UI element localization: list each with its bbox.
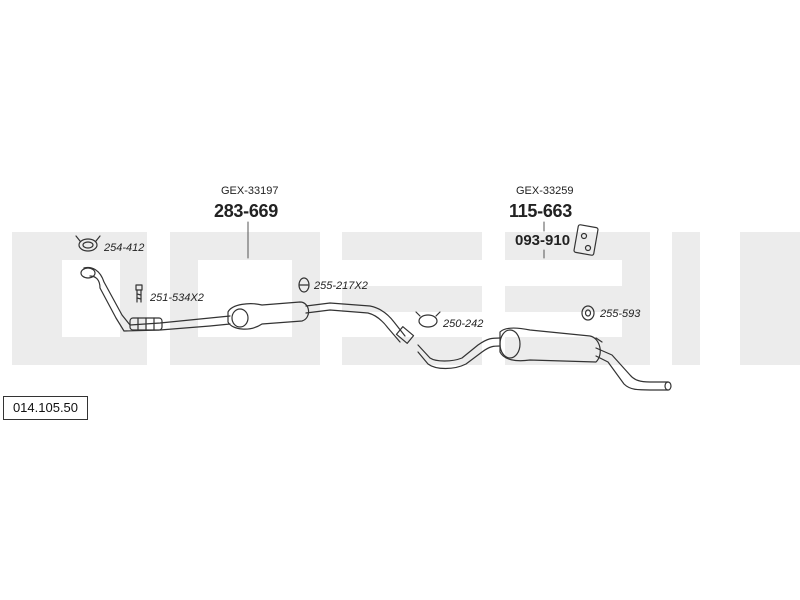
clamp-mid-ref: 255-217X2 bbox=[314, 280, 368, 292]
front-silencer-part: 283-669 bbox=[214, 201, 278, 221]
catalog-number-box: 014.105.50 bbox=[3, 396, 88, 420]
clamp-254-412 bbox=[75, 235, 101, 252]
clamp-250-242 bbox=[415, 311, 441, 328]
rear-silencer-body bbox=[499, 327, 601, 363]
clamp-front-ref: 254-412 bbox=[104, 242, 145, 254]
rear-silencer-gex: GEX-33259 bbox=[516, 185, 574, 197]
bolt-251-534X2 bbox=[135, 284, 143, 303]
rubber-mount-ref: 255-593 bbox=[600, 308, 641, 320]
bolt-ref: 251-534X2 bbox=[150, 292, 204, 304]
rear-pipe bbox=[417, 337, 501, 362]
rubber-mount-255-593 bbox=[581, 305, 595, 321]
front-silencer-body bbox=[227, 301, 310, 330]
bosal-watermark bbox=[12, 232, 800, 365]
clamp-255-217X2 bbox=[298, 277, 310, 293]
mid-pipe-end bbox=[395, 326, 415, 344]
mounting-kit-093-910 bbox=[573, 224, 599, 256]
rear-silencer-part: 115-663 bbox=[509, 201, 572, 221]
mounting-kit-part: 093-910 bbox=[515, 232, 571, 249]
clamp-rear-ref: 250-242 bbox=[443, 318, 484, 330]
front-silencer-gex: GEX-33197 bbox=[221, 185, 279, 197]
